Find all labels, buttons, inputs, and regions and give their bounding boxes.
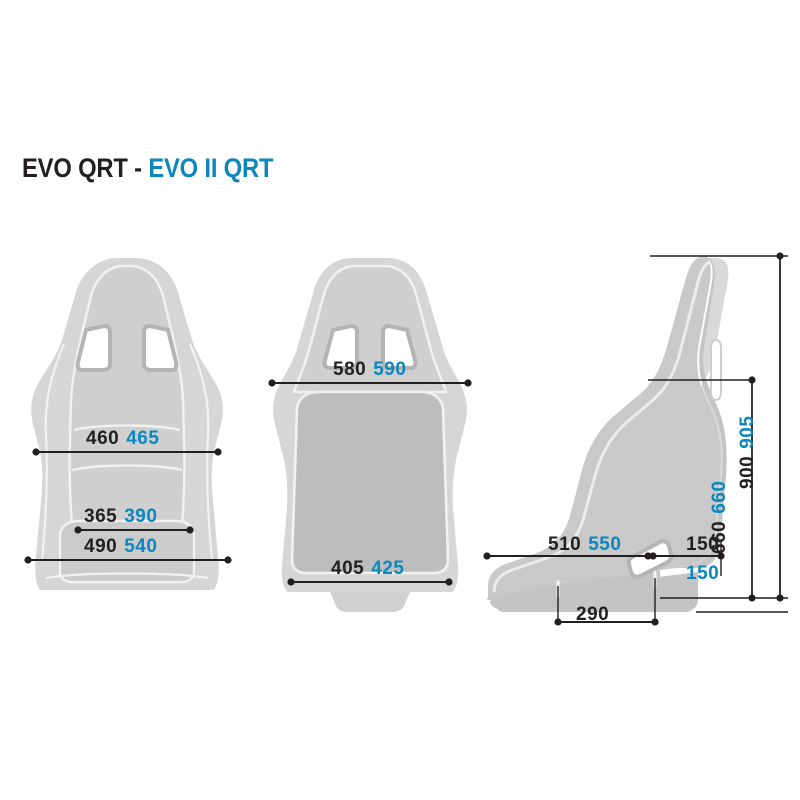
- hip-width-primary: 365: [84, 506, 118, 527]
- title-separator: -: [134, 153, 142, 183]
- rear-view-seat-cushion: [58, 519, 196, 584]
- dimension-line-overall-width: [268, 379, 472, 387]
- title-model-primary: EVO QRT: [22, 153, 128, 183]
- rear-view-harness-slot-right: [142, 323, 179, 372]
- dimension-line-overall-height: [776, 252, 784, 602]
- hip-width-secondary: 390: [124, 506, 158, 527]
- front-view-harness-slot-left: [322, 323, 359, 370]
- mount-hole-spacing-value: 290: [576, 604, 610, 625]
- shoulder-width-primary: 460: [86, 428, 120, 449]
- dimension-label-rear-offset-primary: 150: [686, 535, 719, 554]
- shoulder-width-secondary: 465: [126, 428, 160, 449]
- dimension-label-base-width: 490 540: [84, 537, 157, 556]
- seat-pan-width-secondary: 425: [371, 558, 405, 579]
- dimension-label-overall-height: 900905: [737, 415, 758, 489]
- side-view-base-rail: [490, 572, 698, 610]
- dimension-label-hip-width: 365 390: [84, 507, 157, 526]
- side-view-profile-fill: [488, 256, 721, 600]
- page-title: EVO QRT - EVO II QRT: [22, 153, 273, 183]
- side-view-seat: [483, 252, 788, 626]
- dimension-line-backrest-height: [748, 376, 756, 602]
- dimension-line-shoulder-width: [32, 448, 222, 456]
- backrest-height-secondary: 660: [709, 480, 730, 514]
- dimension-label-mount-hole-spacing: 290: [576, 605, 609, 624]
- dimension-line-seat-pan-width: [287, 578, 453, 586]
- rear-offset-primary: 150: [686, 534, 720, 555]
- dimension-label-rear-offset-secondary: 150: [686, 564, 719, 583]
- seat-pan-width-primary: 405: [331, 558, 365, 579]
- backrest-height-primary: 660: [709, 520, 730, 554]
- front-view-base-skirt: [330, 592, 410, 612]
- front-view-seat-pan-insert: [290, 390, 450, 575]
- side-view-inner-contour: [492, 260, 711, 593]
- base-width-secondary: 540: [124, 536, 158, 557]
- dimension-line-base-width: [24, 556, 232, 564]
- seat-depth-primary: 510: [548, 534, 582, 555]
- front-view-harness-slot-right: [381, 323, 418, 370]
- base-width-primary: 490: [84, 536, 118, 557]
- dimension-label-overall-width: 580 590: [333, 360, 406, 379]
- dimension-line-hip-width: [74, 526, 194, 534]
- dimension-label-shoulder-width: 460 465: [86, 429, 159, 448]
- side-view-backrest-slot: [710, 338, 722, 402]
- title-model-secondary: EVO II QRT: [148, 153, 274, 183]
- rear-view-lower-seam: [71, 464, 183, 472]
- rear-view-harness-slot-left: [75, 323, 112, 372]
- seat-depth-secondary: 550: [588, 534, 622, 555]
- overall-width-secondary: 590: [373, 359, 407, 380]
- dimension-label-seat-depth: 510 550: [548, 535, 621, 554]
- rear-view-cushion-seam: [45, 572, 209, 580]
- dimension-line-mount-hole-spacing: [554, 618, 659, 626]
- overall-height-primary: 900: [737, 455, 758, 489]
- overall-height-secondary: 905: [737, 415, 758, 449]
- rear-offset-secondary: 150: [686, 563, 720, 584]
- dimension-label-seat-pan-width: 405 425: [331, 559, 404, 578]
- front-view-seat: [268, 258, 472, 612]
- rear-view-upper-seam: [73, 424, 181, 432]
- dimension-line-seat-depth: [483, 552, 652, 560]
- rear-view-left-bolster-seam: [40, 343, 66, 561]
- overall-width-primary: 580: [333, 359, 367, 380]
- dimension-label-backrest-height: 660660: [709, 480, 730, 554]
- rear-view-right-bolster-seam: [188, 343, 214, 561]
- side-view-handle-cutout: [626, 539, 674, 579]
- rear-view-seat: [24, 258, 232, 590]
